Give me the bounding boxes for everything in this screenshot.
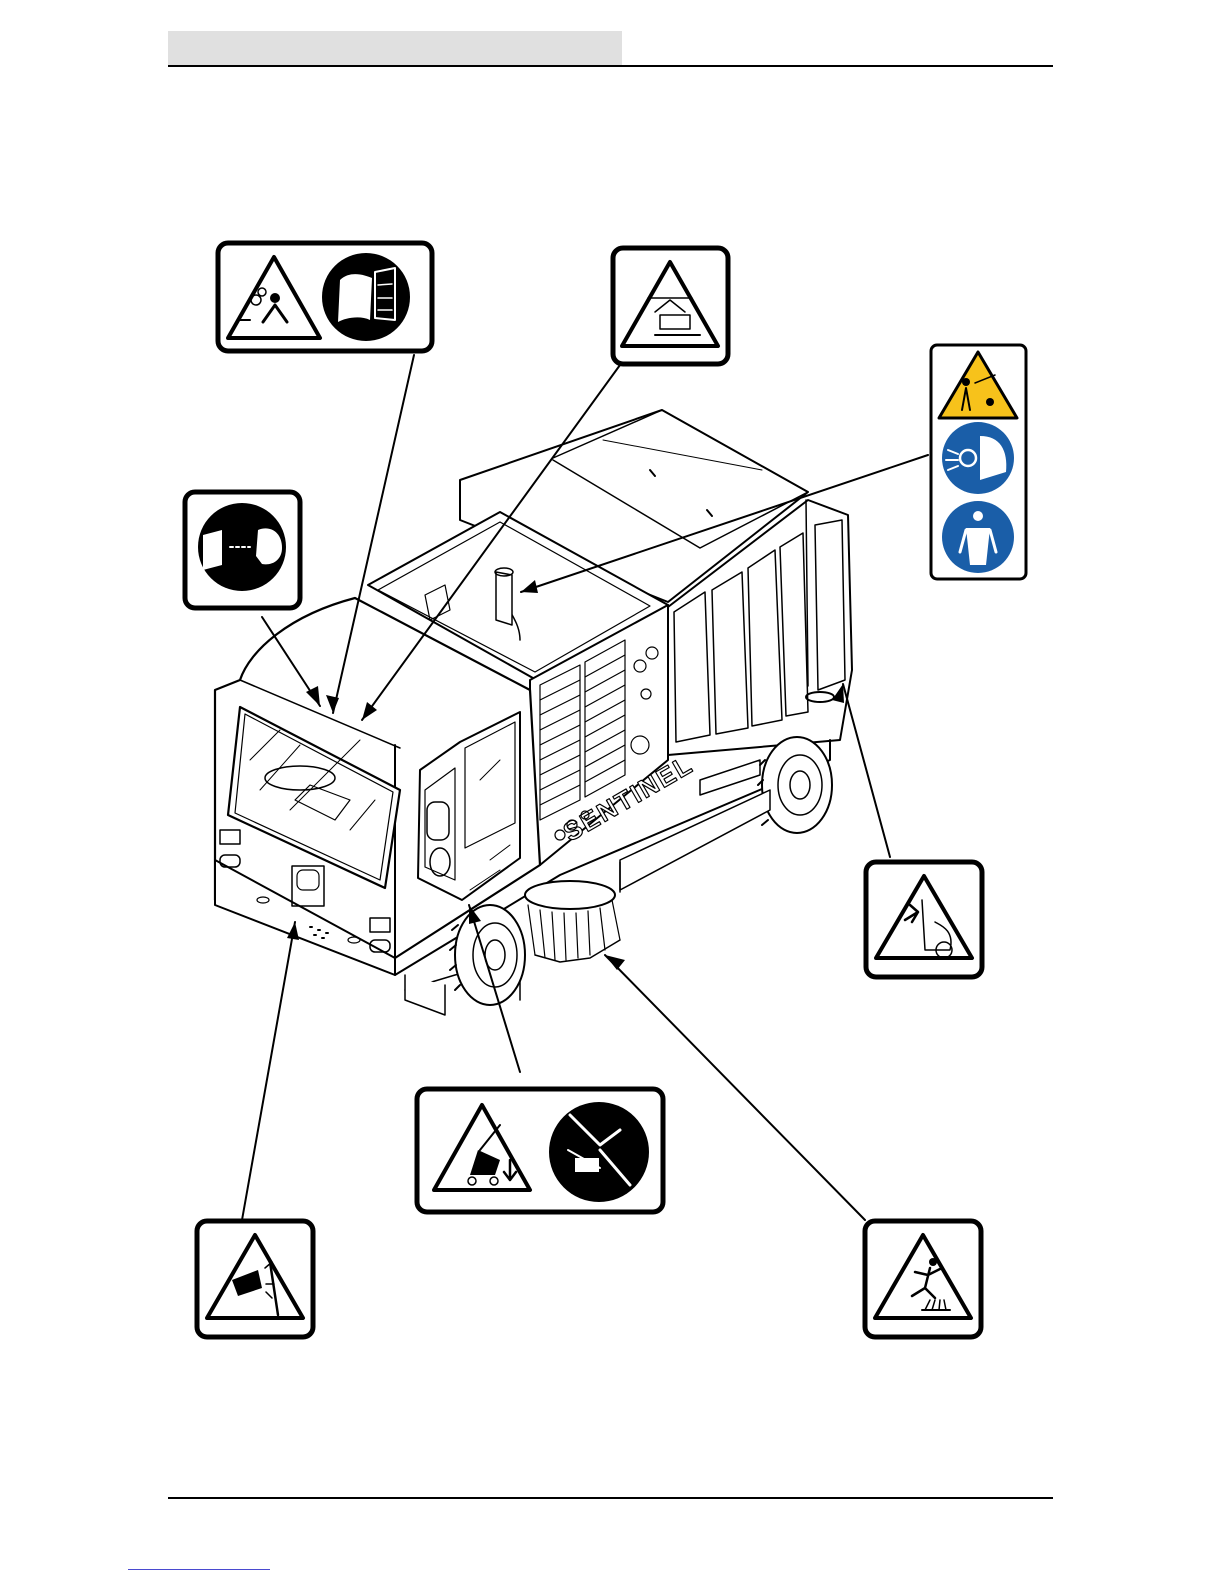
footer-rule <box>168 1497 1053 1499</box>
gutter-brush <box>525 881 620 962</box>
lock-safety-bar-icon <box>549 1102 649 1202</box>
decal-lid-crush-hazard <box>866 862 982 977</box>
front-wheel <box>450 905 525 1005</box>
protective-clothing-icon <box>942 501 1014 573</box>
rear-wheel <box>758 737 832 833</box>
open-window-ventilation-icon <box>322 253 410 341</box>
decal-rotating-brush <box>865 1221 981 1337</box>
decal-hand-crush <box>197 1221 313 1337</box>
eye-protection-icon <box>942 422 1014 494</box>
read-manual-icon <box>198 503 286 591</box>
decal-exhaust-ventilation <box>218 243 432 351</box>
street-sweeper-machine: SENTINEL <box>215 410 852 1015</box>
decal-high-pressure-spray <box>931 345 1026 579</box>
decal-overhead-power-line <box>613 248 728 364</box>
footer-link-underline[interactable] <box>128 1569 270 1570</box>
decal-read-manual <box>185 492 300 608</box>
decal-tip-over-safety-bar <box>417 1089 663 1212</box>
